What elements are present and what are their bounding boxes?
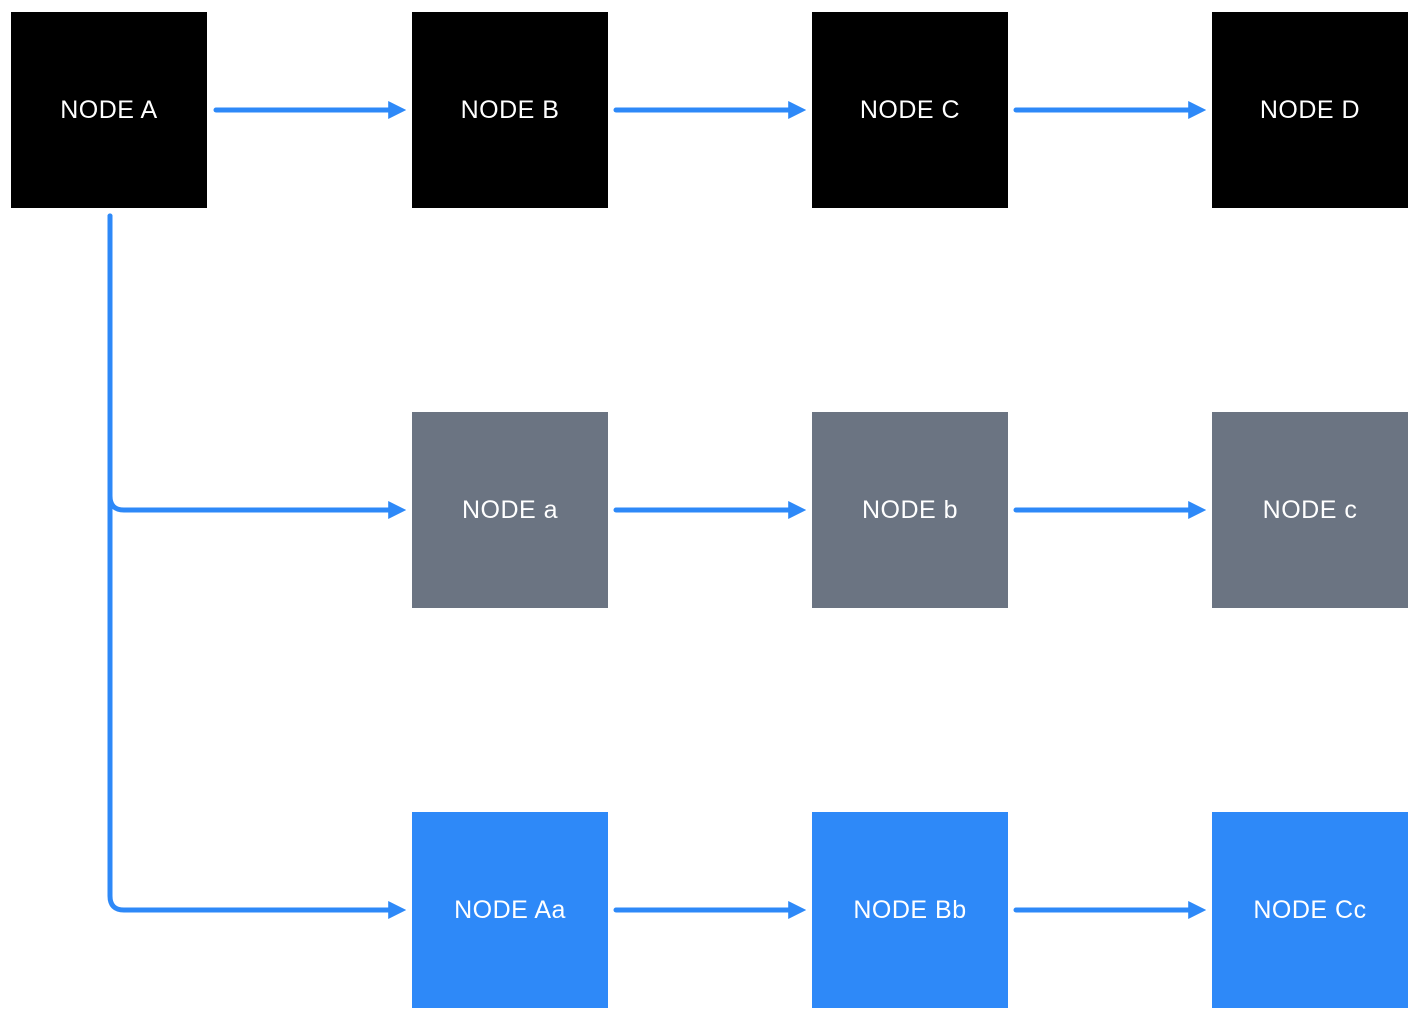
node-b-lower: NODE b [812,412,1008,608]
node-Aa: NODE Aa [412,812,608,1008]
node-c-lower-label: NODE c [1262,495,1358,524]
node-b-lower-label: NODE b [861,495,959,524]
node-D-label: NODE D [1259,95,1361,124]
node-A: NODE A [11,12,207,208]
node-Aa-label: NODE Aa [454,895,566,924]
node-Bb: NODE Bb [812,812,1008,1008]
node-B-label: NODE B [460,95,560,124]
node-A-label: NODE A [60,95,158,124]
node-c-lower: NODE c [1212,412,1408,608]
edge-arrow-a-to-a-lower [107,213,407,519]
node-D: NODE D [1212,12,1408,208]
node-C: NODE C [812,12,1008,208]
edge-arrow-a-to-aa [107,213,407,919]
node-Cc-label: NODE Cc [1253,895,1367,924]
node-Bb-label: NODE Bb [853,895,967,924]
node-a-lower: NODE a [412,412,608,608]
node-a-lower-label: NODE a [461,495,559,524]
node-B: NODE B [412,12,608,208]
node-Cc: NODE Cc [1212,812,1408,1008]
node-C-label: NODE C [859,95,961,124]
